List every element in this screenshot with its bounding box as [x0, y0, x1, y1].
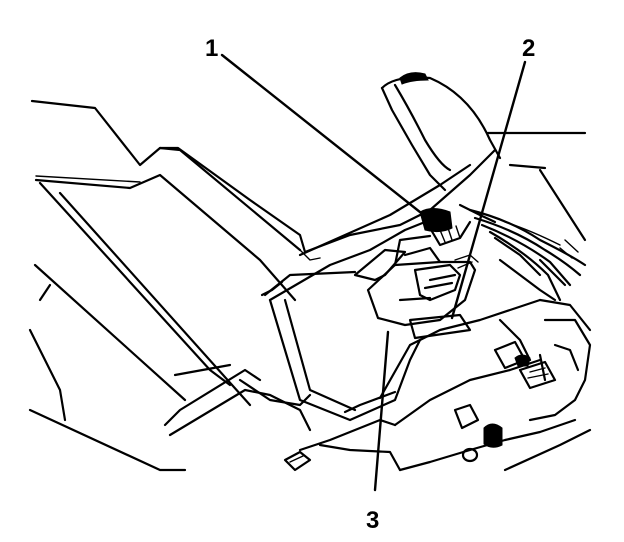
leader-line-1 — [220, 53, 432, 222]
leader-line-2 — [450, 60, 527, 320]
leader-line-3 — [373, 330, 390, 492]
left-trim-panel — [28, 99, 312, 472]
switch-assembly — [353, 203, 497, 340]
screw-hole — [461, 447, 479, 463]
wiring-harness — [468, 208, 587, 302]
callout-labels: 1 2 3 — [205, 35, 535, 534]
callout-1: 1 — [205, 35, 218, 62]
column-shroud — [380, 72, 587, 242]
callout-2: 2 — [522, 35, 535, 62]
lower-housing — [263, 270, 592, 472]
clips-and-fasteners — [283, 340, 557, 472]
callout-3: 3 — [366, 507, 379, 534]
callout-leaders — [220, 53, 527, 492]
upper-housing — [158, 146, 497, 302]
